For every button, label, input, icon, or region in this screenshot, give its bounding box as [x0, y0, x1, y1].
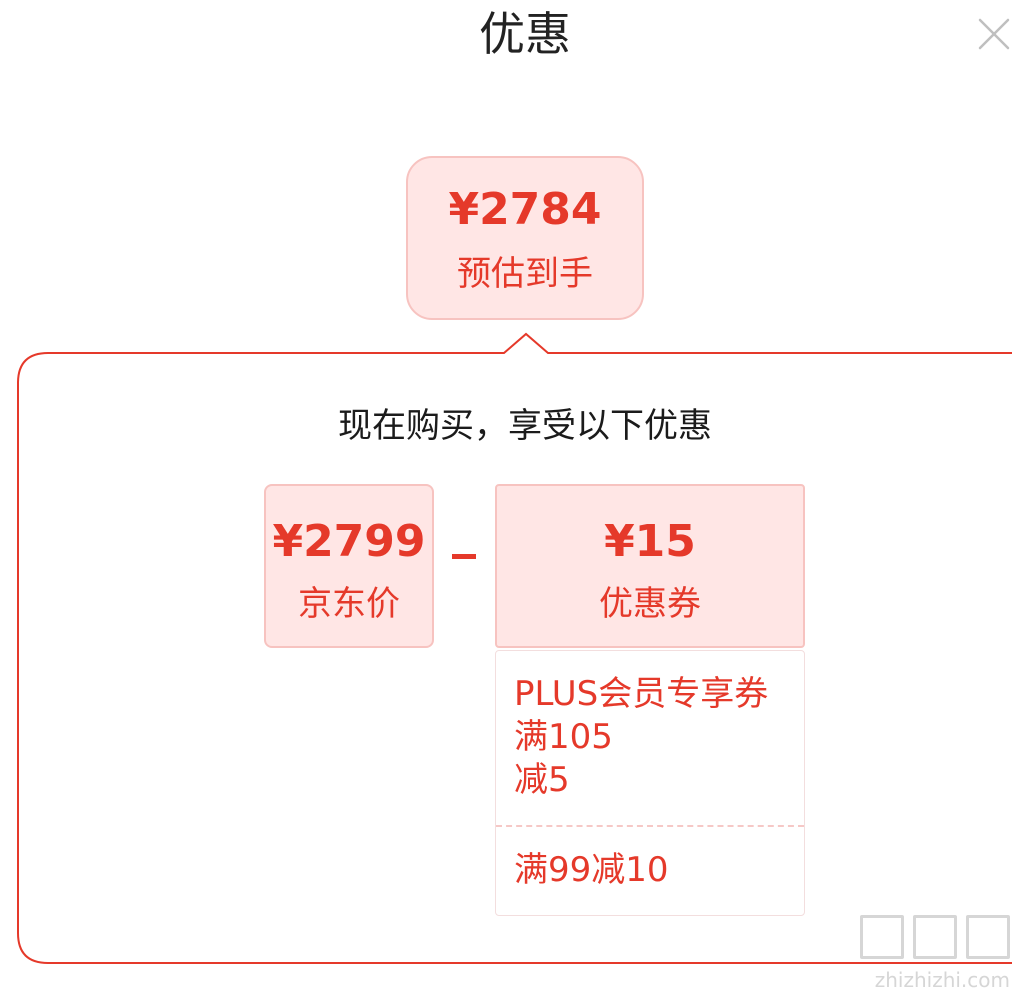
estimated-price-card: ¥2784 预估到手 — [406, 156, 644, 320]
coupon-total-box: ¥15 优惠券 — [495, 484, 805, 648]
jd-price: ¥2799 — [272, 516, 426, 567]
watermark-logo-icon — [860, 910, 1010, 964]
coupon-list: PLUS会员专享券 满105 减5 满99减10 — [495, 650, 805, 916]
coupon-item-standard: 满99减10 — [514, 849, 796, 892]
page-title: 优惠 — [479, 7, 571, 61]
coupon-text: 满105 — [514, 717, 613, 757]
jd-price-label: 京东价 — [298, 584, 400, 624]
coupon-text: 减5 — [514, 760, 570, 800]
discount-subtitle: 现在购买，享受以下优惠 — [338, 406, 712, 446]
coupon-text: 满99减10 — [514, 850, 669, 890]
minus-sign — [452, 554, 476, 559]
watermark-site: zhizhizhi.com — [874, 968, 1010, 992]
close-icon[interactable] — [976, 16, 1012, 52]
coupon-item-plus: PLUS会员专享券 满105 减5 — [514, 673, 796, 802]
coupon-total: ¥15 — [604, 516, 696, 567]
coupon-text: PLUS会员专享券 — [514, 674, 769, 714]
coupon-label: 优惠券 — [599, 584, 701, 624]
coupon-divider — [496, 825, 804, 827]
watermark: zhizhizhi.com — [860, 910, 1010, 994]
estimated-price-label: 预估到手 — [457, 254, 593, 294]
estimated-price: ¥2784 — [448, 184, 602, 235]
jd-price-box: ¥2799 京东价 — [264, 484, 434, 648]
